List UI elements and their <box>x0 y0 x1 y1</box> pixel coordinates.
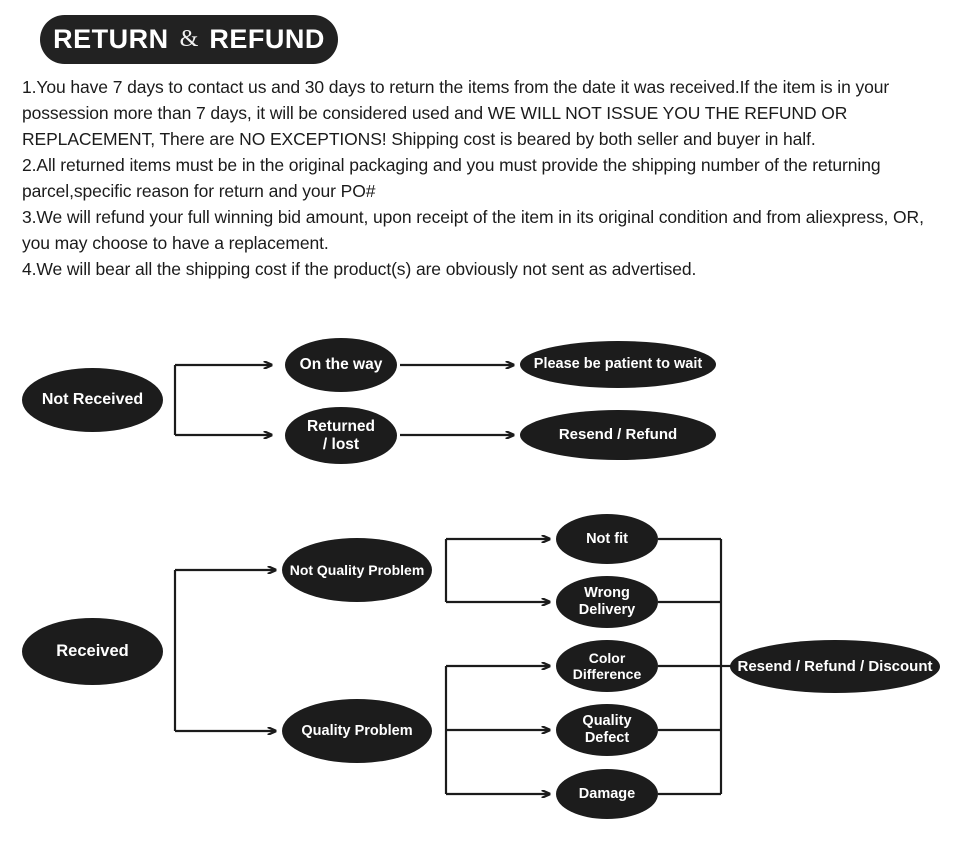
policy-item-4: 4.We will bear all the shipping cost if … <box>22 259 697 279</box>
policy-item-3: 3.We will refund your full winning bid a… <box>22 207 924 253</box>
node-not-fit[interactable]: Not fit <box>556 514 658 564</box>
policy-item-1: 1.You have 7 days to contact us and 30 d… <box>22 77 890 149</box>
node-quality-problem[interactable]: Quality Problem <box>282 699 432 763</box>
node-resend-refund-discount[interactable]: Resend / Refund / Discount <box>730 640 940 693</box>
node-wrong-delivery[interactable]: Wrong Delivery <box>556 576 658 628</box>
policy-text-block: 1.You have 7 days to contact us and 30 d… <box>22 74 946 282</box>
node-quality-defect[interactable]: Quality Defect <box>556 704 658 756</box>
node-please-be-patient-to-wait[interactable]: Please be patient to wait <box>520 341 716 388</box>
title-word-return: RETURN <box>53 24 169 54</box>
node-damage[interactable]: Damage <box>556 769 658 819</box>
connector-received-bracket <box>173 570 276 731</box>
node-on-the-way[interactable]: On the way <box>285 338 397 392</box>
page-title-badge: RETURN & REFUND <box>40 15 338 64</box>
policy-item-2: 2.All returned items must be in the orig… <box>22 155 881 201</box>
connector-reasons-collector <box>658 537 735 796</box>
node-resend-refund[interactable]: Resend / Refund <box>520 410 716 460</box>
connector-qualityproblem-bracket <box>444 666 550 794</box>
node-not-quality-problem[interactable]: Not Quality Problem <box>282 538 432 602</box>
connector-notqualityproblem-bracket <box>444 539 550 602</box>
node-color-difference[interactable]: Color Difference <box>556 640 658 692</box>
node-not-received[interactable]: Not Received <box>22 368 163 432</box>
connector-not-received-bracket <box>173 365 272 435</box>
title-word-refund: REFUND <box>209 24 325 54</box>
title-ampersand: & <box>179 25 199 52</box>
node-received[interactable]: Received <box>22 618 163 685</box>
node-returned-lost[interactable]: Returned / lost <box>285 407 397 464</box>
